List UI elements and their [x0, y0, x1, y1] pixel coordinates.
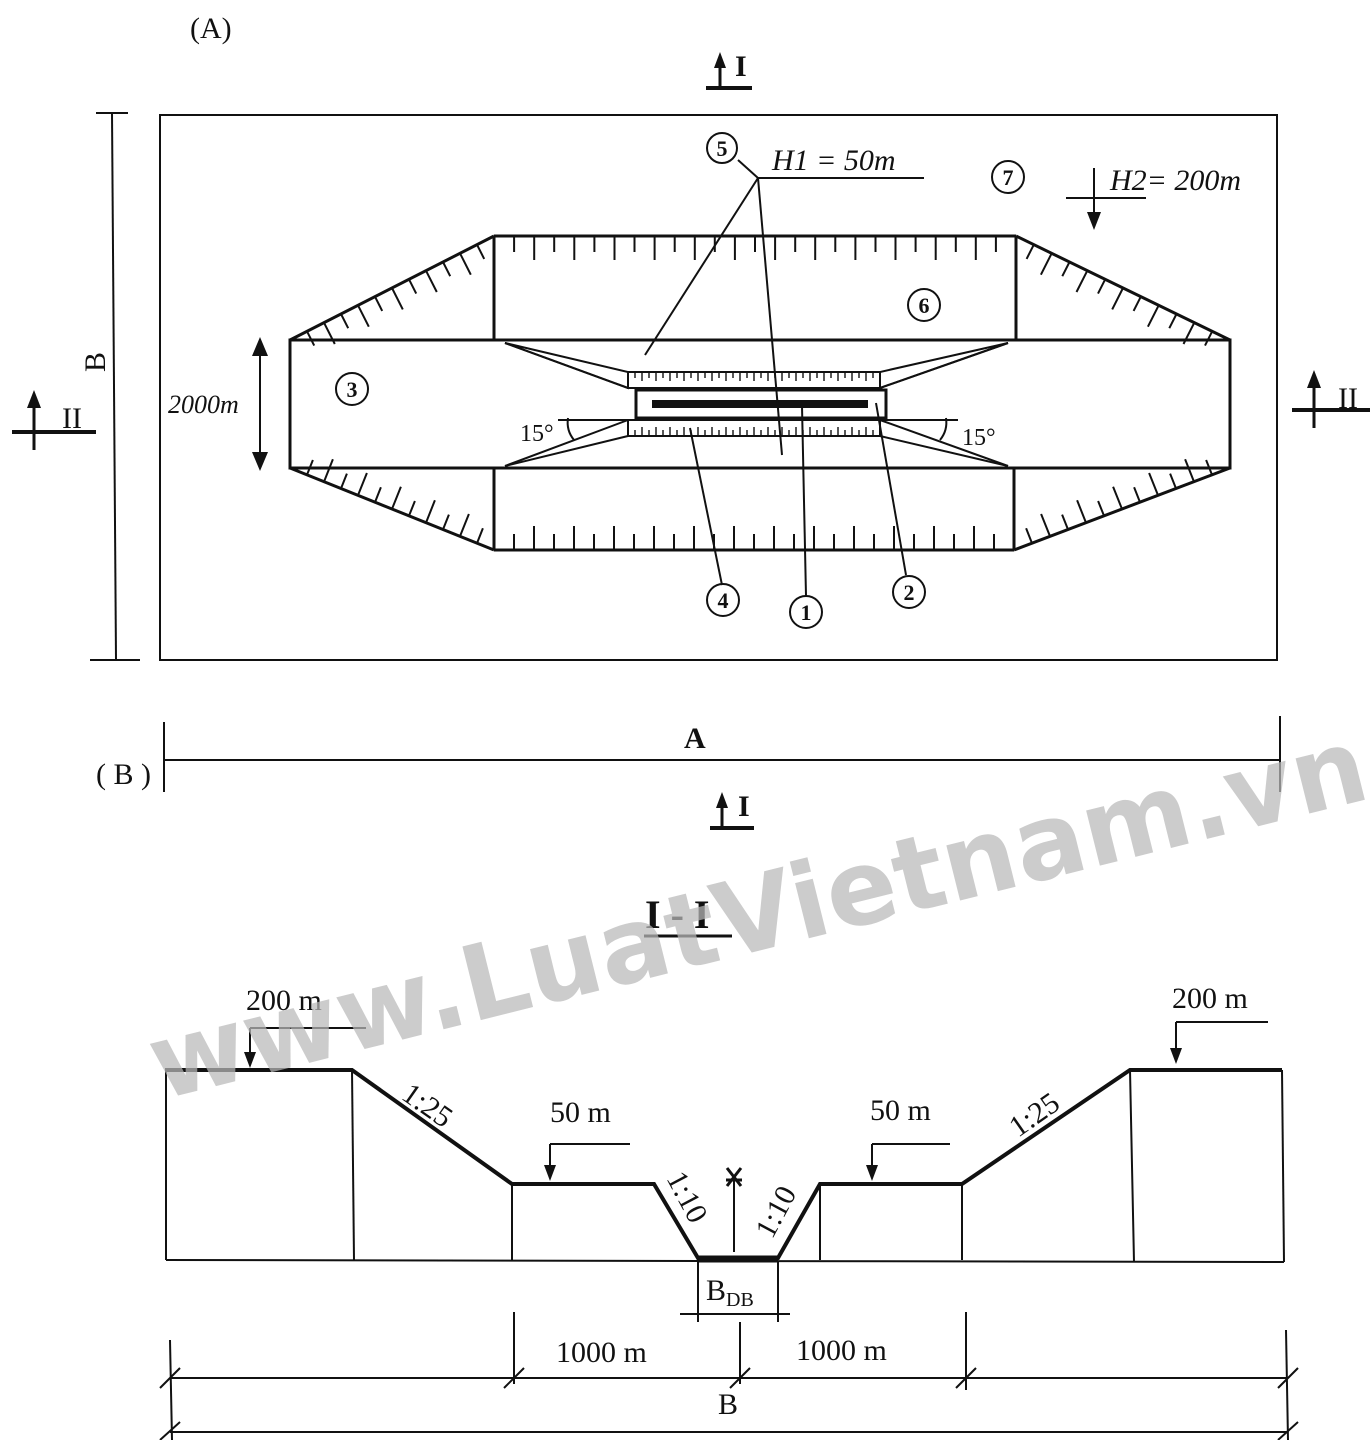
angle-left-label: 15° [520, 421, 554, 447]
svg-text:200 m: 200 m [1172, 982, 1248, 1015]
svg-text:2: 2 [904, 580, 915, 605]
svg-text:7: 7 [1003, 165, 1014, 190]
terrain-profile [165, 1068, 1285, 1263]
section-view: ( B ) I - I 200 m 200 m [96, 758, 1299, 1440]
width-2000m-label: 2000m [168, 390, 239, 419]
dimension-a-horizontal: A [163, 716, 1281, 792]
elev-marker-50-right: 50 m [866, 1094, 950, 1181]
elev-marker-200-right: 200 m [1170, 982, 1268, 1064]
section-marker-ii-right: II [1292, 370, 1370, 428]
airplane-icon [725, 1167, 743, 1252]
dim-a-label: A [684, 722, 706, 755]
plan-view: (A) B A [12, 12, 1370, 830]
svg-text:5: 5 [717, 136, 728, 161]
dist-right-label: 1000 m [796, 1334, 887, 1367]
lower-conical-surface [289, 458, 1231, 552]
h1-label: H1 = 50m [771, 144, 896, 177]
svg-text:4: 4 [718, 588, 729, 613]
callout-7: 7 [991, 160, 1025, 194]
svg-text:3: 3 [347, 377, 358, 402]
elev-marker-50-left: 50 m [544, 1096, 630, 1181]
runway-strip [634, 388, 888, 420]
svg-text:I: I [735, 50, 747, 83]
svg-text:200 m: 200 m [246, 984, 322, 1017]
elev-marker-200-left: 200 m [244, 984, 366, 1068]
callout-5: 5 [706, 132, 738, 164]
section-panel-label: ( B ) [96, 758, 151, 791]
plan-panel-label: (A) [190, 12, 232, 45]
section-title: I - I [645, 892, 709, 937]
watermark: www.LuatVietnam.vn [137, 704, 1370, 1125]
slope-10-right-label: 1:10 [749, 1181, 803, 1244]
svg-text:6: 6 [919, 293, 930, 318]
callout-1: 1 [789, 595, 823, 629]
dimension-2000m: 2000m [168, 337, 268, 471]
section-marker-i-bottom: I [710, 790, 754, 830]
svg-text:II: II [1338, 382, 1358, 415]
svg-text:I: I [738, 790, 750, 823]
slope-10-left-label: 1:10 [660, 1166, 714, 1229]
callout-3: 3 [335, 372, 369, 406]
transition-strip [288, 338, 1232, 470]
callout-6: 6 [907, 288, 941, 322]
h2-label: H2= 200m [1109, 164, 1241, 197]
svg-text:50 m: 50 m [550, 1096, 611, 1129]
svg-text:II: II [62, 402, 82, 435]
callout-2: 2 [892, 575, 926, 609]
callout-4: 4 [706, 583, 740, 617]
runway [652, 400, 868, 408]
dimension-b-vertical: B [79, 112, 140, 661]
section-marker-ii-left: II [12, 390, 96, 450]
svg-text:50 m: 50 m [870, 1094, 931, 1127]
upper-conical-surface [289, 234, 1231, 347]
bottom-dimensions: 1000 m 1000 m B [159, 1312, 1299, 1440]
runway-width-dimension: BDB [680, 1262, 790, 1322]
dist-left-label: 1000 m [556, 1336, 647, 1369]
angle-right-label: 15° [962, 425, 996, 451]
runway-area: 15° 15° [520, 371, 996, 451]
elevation-labels: H1 = 50m H2= 200m [758, 144, 1241, 230]
runway-width-label: BDB [706, 1274, 754, 1311]
dim-b-label: B [79, 352, 112, 372]
total-b-label: B [718, 1388, 738, 1421]
section-marker-i-top: I [706, 50, 752, 90]
plan-outer-boundary [159, 114, 1278, 661]
svg-text:1: 1 [801, 600, 812, 625]
